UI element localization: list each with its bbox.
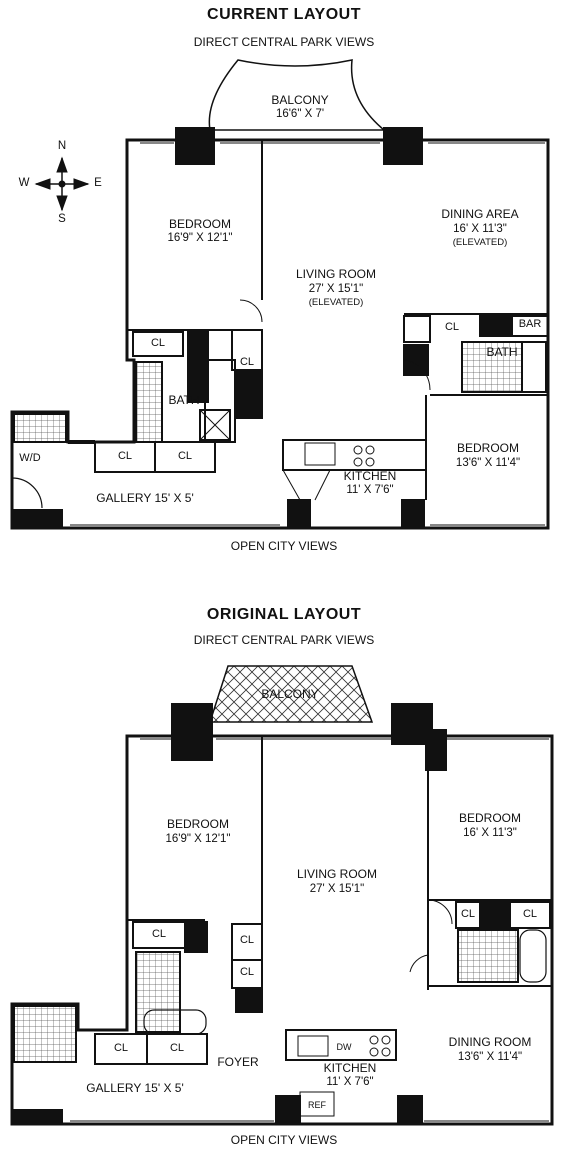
column <box>383 127 423 165</box>
original-closet-bedroom: CL <box>151 928 167 940</box>
original-layout-title: ORIGINAL LAYOUT <box>206 606 362 623</box>
original-living-name: LIVING ROOM <box>296 867 377 881</box>
current-closet-hall: CL <box>239 356 255 368</box>
compass <box>34 156 90 212</box>
original-closet-east-1: CL <box>460 908 476 920</box>
current-bath-west-label: BATH <box>168 393 200 407</box>
original-closet-east-2: CL <box>522 908 538 920</box>
column <box>171 703 213 761</box>
original-plan <box>10 665 554 1126</box>
current-living-dim: 27' X 15'1" <box>308 283 364 295</box>
original-foyer-label: FOYER <box>217 1055 259 1069</box>
column <box>11 509 63 529</box>
current-bottom-view-label: OPEN CITY VIEWS <box>230 539 338 553</box>
compass-n: N <box>57 140 67 152</box>
current-balcony-name: BALCONY <box>271 93 329 107</box>
original-stove <box>369 1035 391 1057</box>
current-closet-bedroom: CL <box>150 337 166 349</box>
compass-w: W <box>18 177 30 189</box>
original-bedroom-east-name: BEDROOM <box>458 811 521 825</box>
original-kitchen-dim: 11' X 7'6" <box>326 1076 374 1088</box>
current-wd-label: W/D <box>19 452 41 464</box>
compass-e: E <box>94 177 102 189</box>
current-dining-note: (ELEVATED) <box>452 237 508 248</box>
column <box>401 499 425 529</box>
original-dining-dim: 13'6" X 11'4" <box>457 1051 523 1063</box>
original-dining-name: DINING ROOM <box>448 1035 532 1049</box>
original-outer-wall <box>10 734 554 1126</box>
current-kitchen-dim: 11' X 7'6" <box>346 484 394 496</box>
current-dining-name: DINING AREA <box>441 207 519 221</box>
current-closet-gallery-2: CL <box>177 450 193 462</box>
original-closet-foyer-2: CL <box>169 1042 185 1054</box>
column <box>175 127 215 165</box>
original-kitchen-name: KITCHEN <box>323 1061 377 1075</box>
current-balcony-outline <box>208 59 387 131</box>
original-ref-label: REF <box>308 1100 326 1110</box>
compass-s: S <box>58 213 66 225</box>
current-outer-wall <box>10 138 550 530</box>
column <box>275 1095 301 1125</box>
original-balcony-name: BALCONY <box>261 687 319 701</box>
current-living-note: (ELEVATED) <box>308 297 364 308</box>
current-closet-east: CL <box>444 321 460 333</box>
original-closet-hall-2: CL <box>239 966 255 978</box>
current-closet-gallery-1: CL <box>117 450 133 462</box>
column <box>287 499 311 529</box>
current-top-view-label: DIRECT CENTRAL PARK VIEWS <box>193 35 375 49</box>
current-bedroom-east-name: BEDROOM <box>456 441 519 455</box>
current-dining-dim: 16' X 11'3" <box>453 223 507 235</box>
column <box>425 729 447 771</box>
current-bedroom-west-dim: 16'9" X 12'1" <box>167 232 233 244</box>
original-bedroom-west-dim: 16'9" X 12'1" <box>165 833 231 845</box>
original-dw-label: DW <box>336 1042 352 1052</box>
column <box>11 1109 63 1125</box>
current-stove <box>353 445 375 467</box>
original-living-dim: 27' X 15'1" <box>309 883 365 895</box>
original-closet-foyer-1: CL <box>113 1042 129 1054</box>
column <box>397 1095 423 1125</box>
current-gallery-name: GALLERY 15' X 5' <box>96 491 194 505</box>
original-gallery-name: GALLERY 15' X 5' <box>86 1081 184 1095</box>
original-closet-hall-1: CL <box>239 934 255 946</box>
current-bath-east-label: BATH <box>486 345 518 359</box>
current-bar-label: BAR <box>518 318 542 330</box>
original-bedroom-east-dim: 16' X 11'3" <box>463 827 517 839</box>
original-bedroom-west-name: BEDROOM <box>166 817 229 831</box>
current-layout-title: CURRENT LAYOUT <box>207 6 361 23</box>
current-plan <box>10 59 550 530</box>
original-bottom-view-label: OPEN CITY VIEWS <box>230 1133 338 1147</box>
original-top-view-label: DIRECT CENTRAL PARK VIEWS <box>193 633 375 647</box>
current-bedroom-east-dim: 13'6" X 11'4" <box>455 457 521 469</box>
current-living-name: LIVING ROOM <box>295 267 376 281</box>
original-balcony-outline <box>208 665 374 723</box>
current-balcony-dim: 16'6" X 7' <box>275 108 325 120</box>
current-bedroom-west-name: BEDROOM <box>168 217 231 231</box>
current-kitchen-name: KITCHEN <box>343 469 397 483</box>
